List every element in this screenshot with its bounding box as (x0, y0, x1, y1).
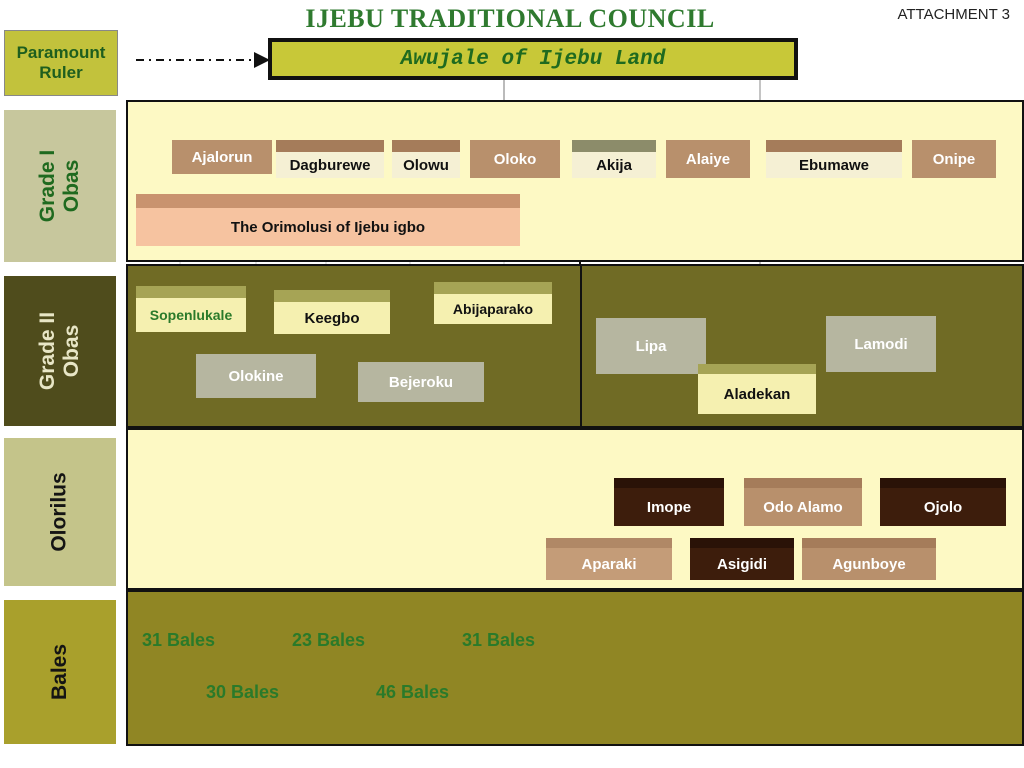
oba-olowu: Olowu (392, 140, 460, 178)
olorilus-label: Olorilus (4, 438, 116, 586)
bales-text: Bales (47, 643, 71, 701)
awujale-text: Awujale of Ijebu Land (272, 42, 794, 76)
bales-band (126, 590, 1024, 746)
bales-count-sopenlukale: 31 Bales (142, 630, 216, 650)
bales-label: Bales (4, 600, 116, 744)
grade1-label: Grade I Obas (4, 110, 116, 262)
awujale-box: Awujale of Ijebu Land (268, 38, 798, 80)
orimolusi-box: The Orimolusi of Ijebu igbo (136, 194, 520, 246)
paramount-ruler-text: Paramount Ruler (16, 43, 106, 82)
olorilus-text: Olorilus (47, 472, 71, 552)
oba-alaiye: Alaiye (666, 140, 750, 178)
olorilu-imope: Imope (614, 478, 724, 526)
oba-dagburewe: Dagburewe (276, 140, 384, 178)
olorilu-odo-alamo: Odo Alamo (744, 478, 862, 526)
grade2-text: Grade II Obas (35, 311, 83, 391)
oba-abijaparako: Abijaparako (434, 282, 552, 324)
olorilu-agunboye: Agunboye (802, 538, 936, 580)
oba-ajalorun: Ajalorun (172, 140, 272, 174)
oba-akija: Akija (572, 140, 656, 178)
oba-sopenlukale: Sopenlukale (136, 286, 246, 332)
page-title: IJEBU TRADITIONAL COUNCIL (305, 4, 715, 33)
grade1-text: Grade I Obas (36, 149, 83, 223)
grade2-label: Grade II Obas (4, 276, 116, 426)
paramount-ruler-label: Paramount Ruler (4, 30, 118, 96)
olorilu-aparaki: Aparaki (546, 538, 672, 580)
olorilu-ojolo: Ojolo (880, 478, 1006, 526)
oba-olokine: Olokine (196, 354, 316, 398)
bales-count-abijaparako: 31 Bales (462, 630, 536, 650)
oba-ebumawe: Ebumawe (766, 140, 902, 178)
oba-lamodi: Lamodi (826, 316, 936, 372)
bales-count-bejeroku: 46 Bales (376, 682, 450, 702)
oba-aladekan: Aladekan (698, 364, 816, 414)
olorilu-asigidi: Asigidi (690, 538, 794, 580)
oba-bejeroku: Bejeroku (358, 362, 484, 402)
attachment-label: ATTACHMENT 3 (897, 6, 1010, 23)
oba-oloko: Oloko (470, 140, 560, 178)
oba-lipa: Lipa (596, 318, 706, 374)
oba-keegbo: Keegbo (274, 290, 390, 334)
oba-onipe: Onipe (912, 140, 996, 178)
bales-count-olokine: 30 Bales (206, 682, 280, 702)
bales-count-keegbo: 23 Bales (292, 630, 366, 650)
